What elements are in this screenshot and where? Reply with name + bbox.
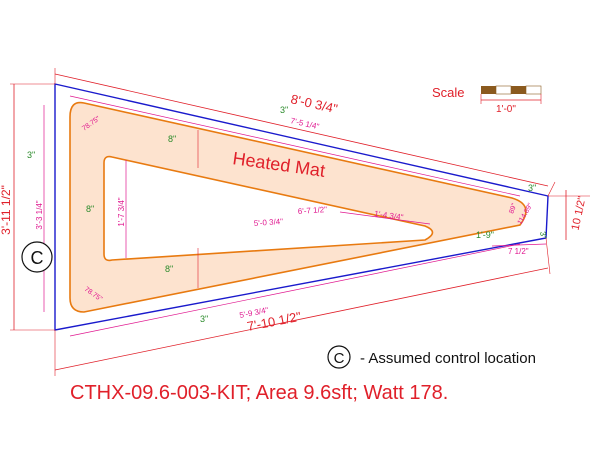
cutout-top-label: 6'-7 1/2" xyxy=(298,205,328,216)
right-gap-label-2: 3" xyxy=(538,231,548,240)
scale-label: Scale xyxy=(432,85,465,100)
angle-89-label: 89" xyxy=(508,202,518,215)
left-overall-dim: 3'-11 1/2" xyxy=(0,83,55,331)
scale-bar: Scale 1'-0" xyxy=(432,85,542,115)
scale-length-label: 1'-0" xyxy=(496,104,516,115)
heated-mat xyxy=(69,101,527,313)
tip-length-label: 1'-4 3/4" xyxy=(374,209,404,222)
upper-mat-gap-label: 8" xyxy=(168,134,176,144)
cutout-height-label: 1'-7 3/4" xyxy=(117,197,126,226)
left-mat-gap-label: 8" xyxy=(86,204,94,214)
top-gap-label: 3" xyxy=(280,105,288,115)
control-symbol-letter: C xyxy=(31,248,44,268)
bottom-gap-label: 3" xyxy=(200,314,208,324)
right-overall-dim: 10 1/2" xyxy=(548,190,590,240)
right-bottom-label: 7 1/2" xyxy=(508,247,529,256)
left-inner-label: 3'-3 1/4" xyxy=(35,200,44,229)
right-gap-label: 3" xyxy=(528,183,536,193)
kit-title: CTHX-09.6-003-KIT; Area 9.6sft; Watt 178… xyxy=(70,382,448,404)
cutout-height-dim: 1'-7 3/4" xyxy=(117,160,127,258)
left-gap-label: 3" xyxy=(27,150,35,160)
control-symbol: C xyxy=(21,241,53,273)
top-inner-label: 7'-5 1/4" xyxy=(290,116,321,131)
legend-text: - Assumed control location xyxy=(360,350,536,367)
legend-symbol-letter: C xyxy=(334,350,345,367)
tip-offset-label: 1'-9" xyxy=(476,230,494,240)
left-overall-label: 3'-11 1/2" xyxy=(0,185,13,235)
cutout-bottom-label: 5'-0 3/4" xyxy=(254,217,284,228)
lower-mat-gap-label: 8" xyxy=(165,264,173,274)
top-overall-label: 8'-0 3/4" xyxy=(289,91,339,116)
control-legend: C - Assumed control location xyxy=(327,345,536,369)
right-overall-label: 10 1/2" xyxy=(570,195,589,231)
left-inner-dim: 3'-3 1/4" 3" 8" xyxy=(27,105,94,312)
